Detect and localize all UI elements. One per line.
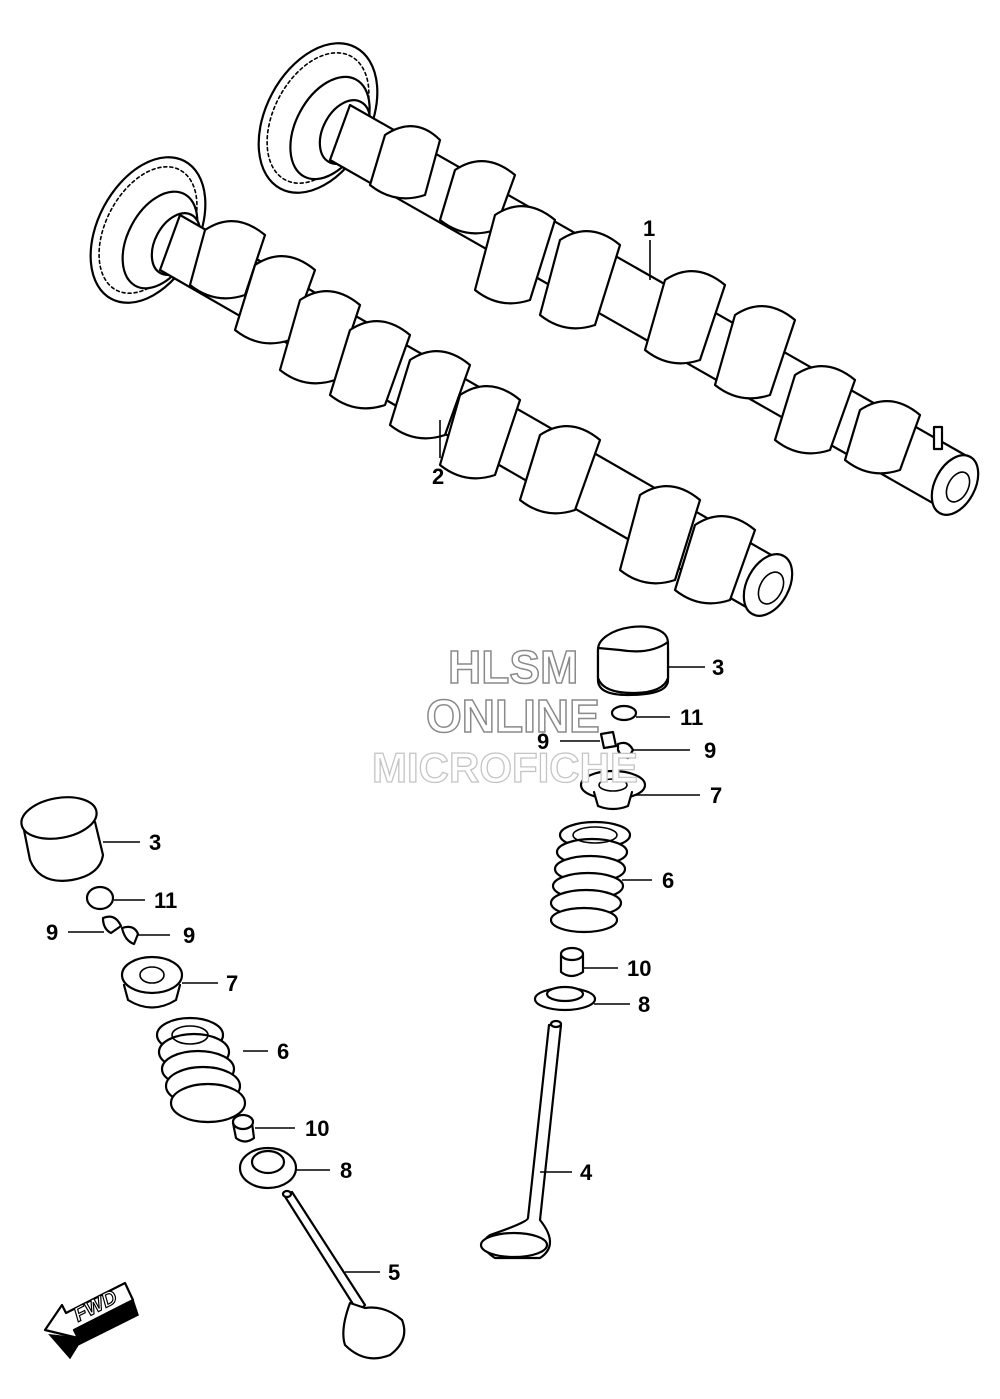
camshaft-1-lobes bbox=[368, 125, 922, 475]
valve-assembly-right bbox=[479, 625, 670, 1260]
tappet-right bbox=[596, 625, 670, 697]
callout-4: 4 bbox=[580, 1160, 593, 1185]
stem-seal-left bbox=[231, 1113, 256, 1143]
camshaft-2 bbox=[89, 156, 794, 617]
camshaft-1 bbox=[257, 42, 980, 516]
callout-11-right: 11 bbox=[680, 705, 703, 730]
cotter-right-b bbox=[616, 741, 635, 760]
spring-seat-left bbox=[238, 1146, 298, 1190]
leader-lines bbox=[68, 240, 705, 1273]
callout-6-right: 6 bbox=[662, 868, 674, 893]
cotter-left-b bbox=[120, 925, 140, 946]
spring-seat-right bbox=[533, 985, 597, 1012]
stem-seal-right bbox=[559, 946, 585, 978]
callout-9-right-a: 9 bbox=[537, 729, 549, 754]
callout-10-right: 10 bbox=[627, 956, 651, 981]
valve-exhaust-left bbox=[281, 1189, 406, 1360]
callout-10-left: 10 bbox=[305, 1116, 329, 1141]
callout-9-left-a: 9 bbox=[46, 920, 58, 945]
callout-9-left-b: 9 bbox=[183, 923, 195, 948]
valve-spring-left bbox=[155, 1016, 247, 1124]
callout-1: 1 bbox=[643, 216, 655, 241]
callout-3-right: 3 bbox=[712, 655, 724, 680]
callout-numbers: 1 2 3 3 4 5 6 6 7 7 8 8 9 9 9 9 10 10 11… bbox=[46, 216, 724, 1285]
camshaft-1-pin bbox=[932, 425, 944, 451]
callout-9-right-b: 9 bbox=[704, 738, 716, 763]
shim-right bbox=[610, 704, 638, 722]
callout-8-left: 8 bbox=[340, 1158, 352, 1183]
valve-assembly-left bbox=[20, 796, 406, 1360]
callout-7-right: 7 bbox=[710, 783, 722, 808]
cotter-left-a bbox=[101, 915, 123, 935]
watermark: HLSM ONLINE MICROFICHE bbox=[371, 640, 638, 791]
callout-3-left: 3 bbox=[149, 830, 161, 855]
fwd-arrow: FWD bbox=[43, 1281, 139, 1360]
callout-8-right: 8 bbox=[638, 992, 650, 1017]
spring-retainer-left bbox=[120, 955, 184, 1009]
valve-spring-right bbox=[549, 820, 632, 934]
camshaft-2-lobes bbox=[188, 220, 757, 605]
spring-retainer-right bbox=[579, 769, 647, 811]
valve-intake-right bbox=[479, 1019, 563, 1260]
callout-7-left: 7 bbox=[226, 971, 238, 996]
cotter-right-a bbox=[599, 730, 618, 750]
watermark-line2: ONLINE bbox=[426, 690, 600, 742]
camshaft-1-end bbox=[930, 454, 980, 516]
callout-2: 2 bbox=[432, 464, 444, 489]
watermark-line1: HLSM bbox=[448, 641, 578, 693]
shim-left bbox=[85, 885, 115, 911]
callout-11-left: 11 bbox=[154, 888, 177, 913]
camshaft-2-end bbox=[742, 553, 794, 617]
callout-5: 5 bbox=[388, 1260, 400, 1285]
watermark-line3: MICROFICHE bbox=[372, 744, 638, 791]
tappet-left bbox=[20, 796, 105, 882]
callout-6-left: 6 bbox=[277, 1039, 289, 1064]
